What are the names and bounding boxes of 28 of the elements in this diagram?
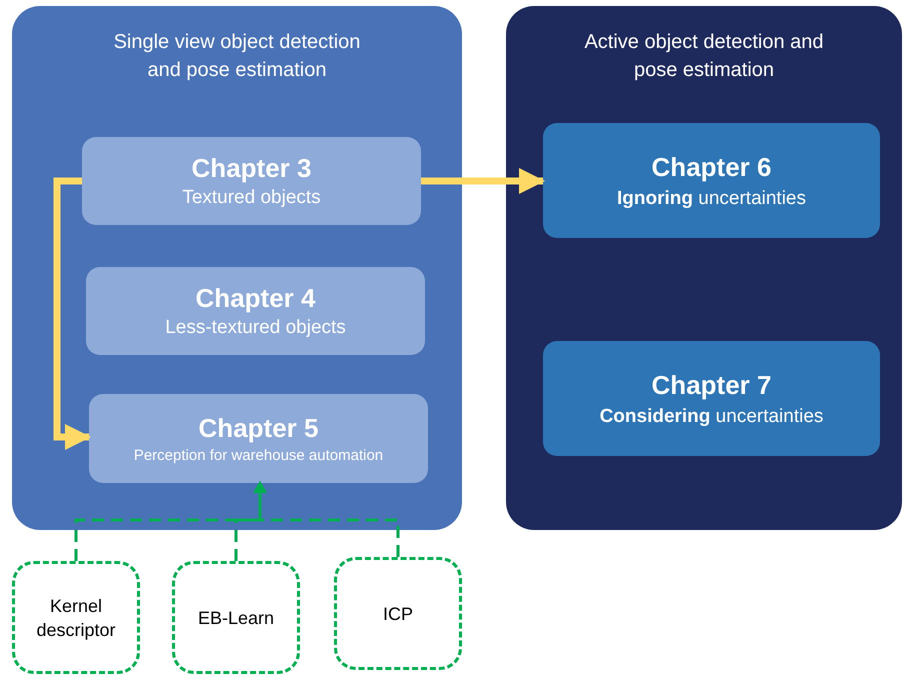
chapter-subtitle: Textured objects (182, 186, 321, 210)
chapter-heading: Chapter 7 (652, 368, 772, 400)
chapter-subtitle: Ignoring uncertainties (617, 186, 806, 210)
chapter-heading: Chapter 6 (652, 150, 772, 182)
tool-box (172, 561, 300, 674)
arrow (253, 481, 400, 557)
arrow (54, 178, 91, 450)
section-panel (12, 6, 462, 530)
section-panel (506, 6, 902, 530)
chapter-heading: Chapter 3 (192, 152, 312, 184)
tool-label: EB-Learn (198, 606, 274, 630)
chapter-box (86, 267, 425, 355)
tool-box (334, 557, 462, 670)
chapter-heading: Chapter 4 (196, 282, 316, 314)
panel-title: Single view object detection and pose estimation (112, 30, 362, 83)
chapter-subtitle: Less-textured objects (165, 316, 346, 340)
panel-title: Active object detection and pose estimation (583, 30, 825, 83)
arrow (421, 168, 545, 194)
tool-box (12, 561, 140, 674)
tool-label: Kernel descriptor (35, 594, 117, 642)
chapter-heading: Chapter 5 (198, 412, 318, 444)
chapter-box (543, 341, 880, 456)
chapter-box (543, 123, 880, 238)
chapter-subtitle: Considering uncertainties (600, 404, 824, 428)
chapter-subtitle: Perception for warehouse automation (134, 446, 384, 466)
chapter-box (82, 137, 421, 225)
chapter-box (89, 394, 428, 483)
tool-label: ICP (382, 602, 413, 626)
